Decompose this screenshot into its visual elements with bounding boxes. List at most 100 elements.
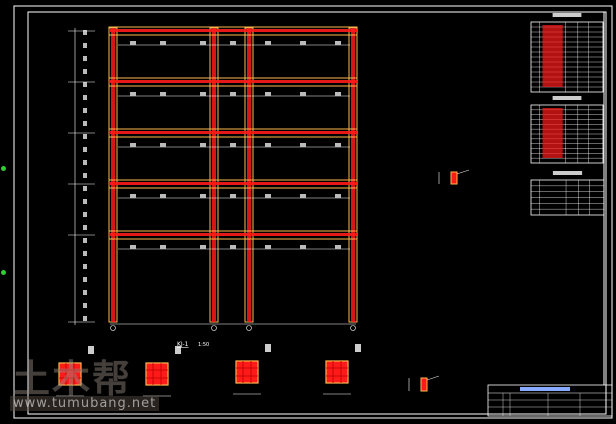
beam-cross-section [450,171,458,185]
rebar-annotation [265,245,271,249]
beam-rebar [109,233,357,236]
schedule-tables [530,13,605,216]
rebar-annotation [160,143,166,147]
inner-border [27,11,607,415]
column-cross-section [58,362,82,386]
rebar-annotation [300,41,306,45]
rebar-annotation [300,245,306,249]
rebar-annotation [265,143,271,147]
column-rebar [212,28,216,322]
column-rebar [111,28,115,322]
rebar-annotation [265,41,271,45]
section-label [88,346,94,354]
rebar-annotation [160,245,166,249]
rebar-annotation [335,245,341,249]
leader-line [426,375,440,381]
rebar-annotation [335,92,341,96]
rebar-annotation [200,143,206,147]
beam-rebar [109,131,357,134]
dimension-text-mark [83,251,87,256]
dimension-text-mark [83,82,87,87]
dimension-text-mark [83,134,87,139]
frame-elevation [68,26,358,331]
rebar-annotation [200,194,206,198]
title-block-border [487,384,613,417]
dimension-text-mark [83,186,87,191]
dimension-text-mark [83,277,87,282]
leader-line [456,169,470,175]
outer-border [13,5,613,419]
column-cross-section [235,360,259,384]
dimension-text-mark [83,212,87,217]
stirrup-lines [146,363,168,385]
rebar-annotation [265,194,271,198]
column-rebar [351,28,355,322]
watermark-logo: 土木帮 [12,357,133,401]
rebar-annotation [300,92,306,96]
axis-bubble [211,325,217,331]
beam-rebar [109,182,357,185]
rebar-annotation [300,194,306,198]
rebar-annotation [230,41,236,45]
rebar-annotation [300,143,306,147]
stirrup-lines [236,361,258,383]
dimension-text-mark [83,108,87,113]
axis-bubble [350,325,356,331]
section-label [175,346,181,354]
rebar-annotation [230,194,236,198]
table-section-sketch [542,108,563,158]
title-block-name [520,387,570,391]
rebar-annotation [160,41,166,45]
rebar-annotation [200,245,206,249]
rebar-annotation [335,143,341,147]
dimension-text-mark [83,147,87,152]
watermark-url: www.tumubang.net [10,396,160,411]
rebar-annotation [130,92,136,96]
rebar-annotation [230,92,236,96]
frame-label: KJ-1 [177,341,189,348]
rebar-annotation [200,92,206,96]
rebar-annotation [130,41,136,45]
rebar-annotation [335,194,341,198]
dimension-text-mark [83,43,87,48]
dimension-text-mark [83,303,87,308]
axis-bubble [246,325,252,331]
column-sections [56,169,470,397]
beam-cross-section [420,377,428,392]
table-title [552,171,583,175]
rebar-annotation [200,41,206,45]
dimension-text-mark [83,225,87,230]
rebar-annotation [265,92,271,96]
section-label [265,344,271,352]
column-rebar [247,28,251,322]
axis-bubble [110,325,116,331]
rebar-annotation [160,92,166,96]
dimension-text-mark [83,95,87,100]
dimension-text-mark [83,173,87,178]
stirrup-lines [326,361,348,383]
dimension-text-mark [83,264,87,269]
scale-label: 1:50 [198,342,209,348]
rebar-annotation [130,245,136,249]
dimension-text-mark [83,290,87,295]
dimension-text-mark [83,238,87,243]
rebar-annotation [130,194,136,198]
section-label [355,344,361,352]
table-title [552,96,582,100]
dimension-text-mark [83,160,87,165]
stirrup-lines [59,363,81,385]
rebar-annotation [160,194,166,198]
dimension-text-mark [83,30,87,35]
rebar-annotation [230,143,236,147]
rebar-annotation [335,41,341,45]
rebar-annotation [230,245,236,249]
table-title [552,13,582,17]
dimension-text-mark [83,56,87,61]
snap-marker [1,166,6,171]
column-cross-section [325,360,349,384]
snap-marker [1,270,6,275]
beam-rebar [109,29,357,32]
table-section-sketch [542,25,563,87]
dimension-text-mark [83,69,87,74]
